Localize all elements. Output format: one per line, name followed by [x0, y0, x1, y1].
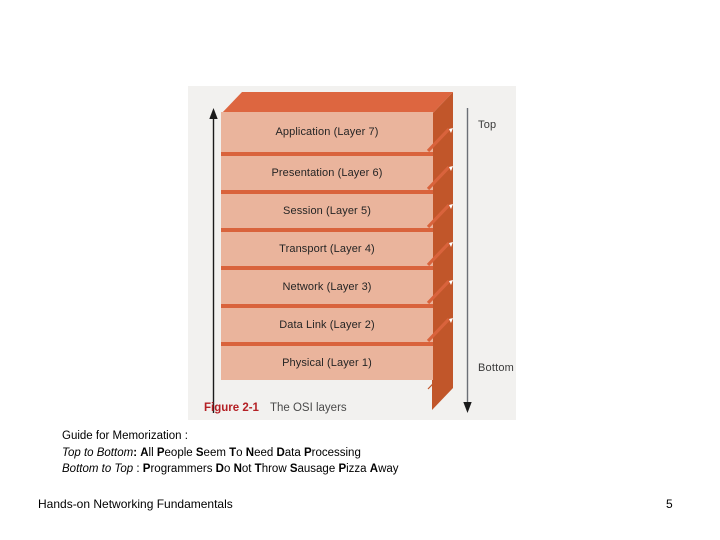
footer-page-number: 5: [666, 497, 673, 511]
footer-book-title: Hands-on Networking Fundamentals: [38, 497, 233, 511]
osi-layer-label: Transport (Layer 4): [279, 243, 375, 255]
memorization-direction-label: Top to Bottom: [62, 446, 134, 459]
osi-layer-label: Data Link (Layer 2): [279, 319, 375, 331]
figure-number: Figure 2-1: [204, 402, 259, 414]
osi-layer-item[interactable]: Presentation (Layer 6): [221, 152, 433, 190]
figure-title: The OSI layers: [269, 402, 347, 414]
memorization-heading: Guide for Memorization :: [62, 430, 188, 442]
memorization-direction-label: Bottom to Top: [62, 463, 134, 475]
upward-direction-arrow-icon: [209, 108, 218, 413]
memorization-mnemonic-top-to-bottom: All People Seem To Need Data Processing: [140, 446, 361, 459]
osi-layer-item[interactable]: Network (Layer 3): [221, 266, 433, 304]
osi-layer-stack: Application (Layer 7) Presentation (Laye…: [221, 92, 461, 414]
stack-top-face: [221, 92, 453, 114]
figure-caption: Figure 2-1 The OSI layers: [204, 402, 347, 414]
bottom-direction-label: Bottom: [478, 362, 515, 374]
memorization-separator: :: [133, 446, 138, 459]
osi-layer-label: Network (Layer 3): [282, 281, 372, 293]
osi-layer-item[interactable]: Session (Layer 5): [221, 190, 433, 228]
osi-layer-item[interactable]: Transport (Layer 4): [221, 228, 433, 266]
top-direction-label: Top: [478, 119, 497, 131]
osi-layer-item[interactable]: Physical (Layer 1): [221, 342, 433, 380]
memorization-separator: :: [136, 463, 140, 475]
osi-layer-label: Session (Layer 5): [283, 205, 371, 217]
osi-layer-item[interactable]: Application (Layer 7): [221, 112, 433, 152]
osi-layer-label: Presentation (Layer 6): [271, 167, 383, 179]
osi-layer-label: Physical (Layer 1): [282, 357, 372, 369]
osi-layer-list: Application (Layer 7) Presentation (Laye…: [221, 112, 433, 380]
memorization-mnemonic-bottom-to-top: Programmers Do Not Throw Sausage Pizza A…: [142, 463, 399, 475]
memorization-guide: Guide for Memorization : Top to Bottom: …: [62, 428, 399, 478]
memorization-top-to-bottom: Top to Bottom: All People Seem To Need D…: [62, 445, 399, 462]
osi-layer-item[interactable]: Data Link (Layer 2): [221, 304, 433, 342]
downward-direction-arrow-icon: [463, 108, 472, 413]
memorization-bottom-to-top: Bottom to Top : Programmers Do Not Throw…: [62, 461, 399, 478]
osi-layers-figure-panel: Top Bottom Application (Layer 7) Present…: [188, 86, 516, 420]
osi-layer-label: Application (Layer 7): [275, 126, 379, 138]
